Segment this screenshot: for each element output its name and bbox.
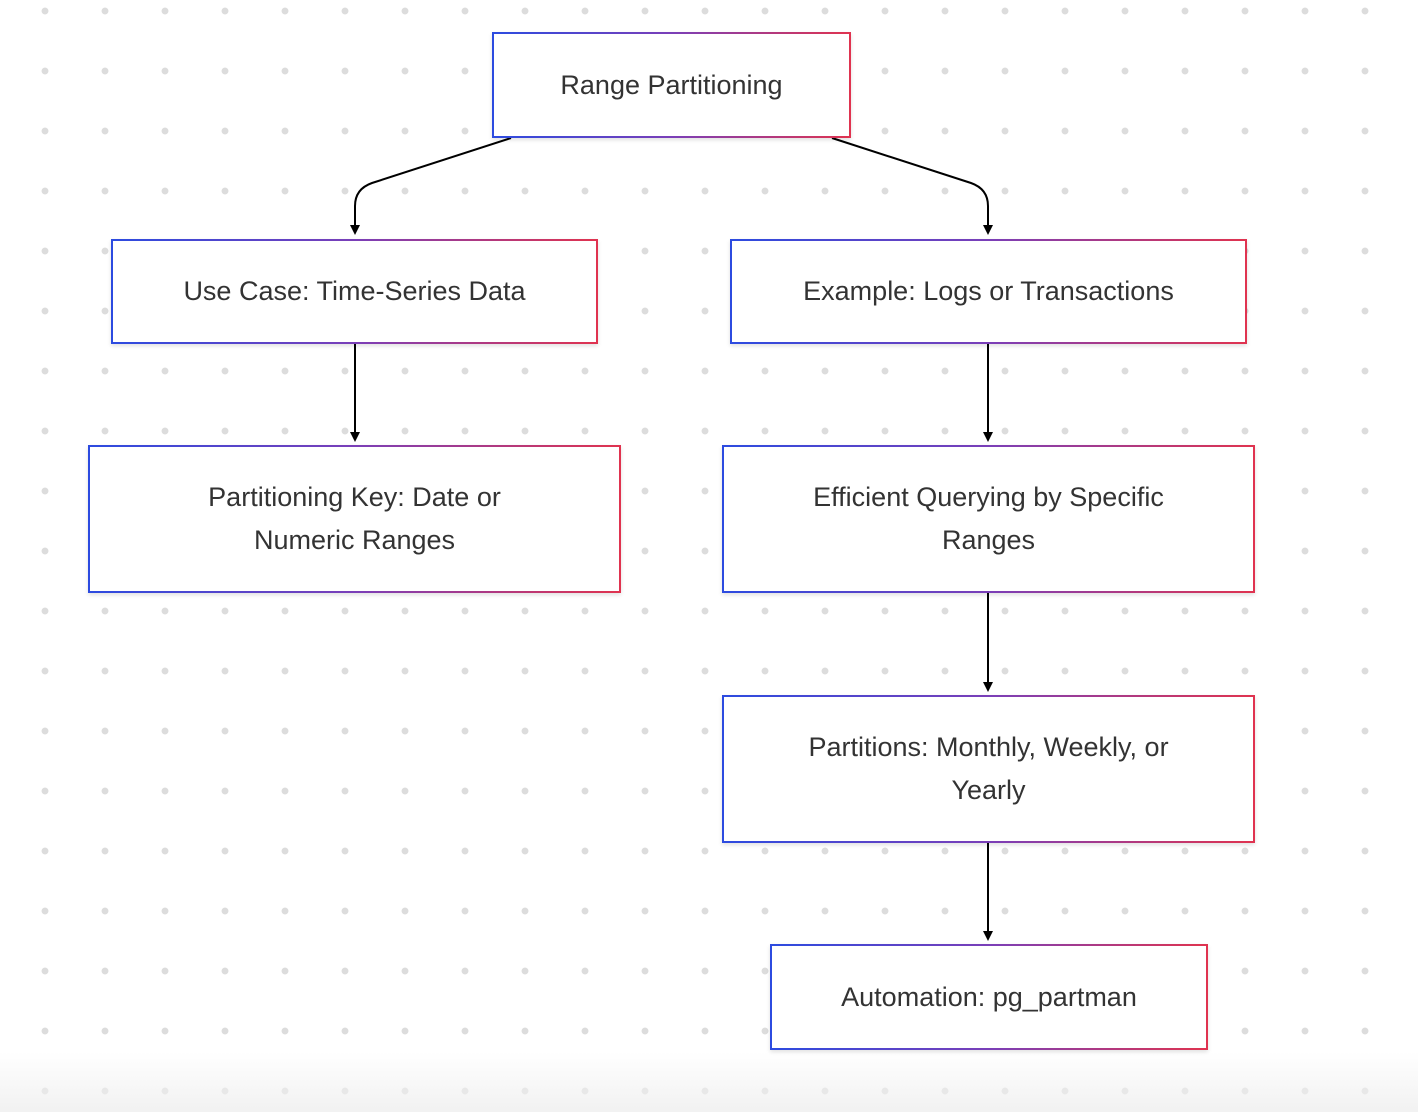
- node-label: Use Case: Time-Series Data: [183, 276, 526, 306]
- node-example: Example: Logs or Transactions: [730, 239, 1247, 344]
- node-label: Partitioning Key: Date or Numeric Ranges: [208, 482, 501, 555]
- node-label: Example: Logs or Transactions: [803, 276, 1174, 306]
- node-label: Partitions: Monthly, Weekly, or Yearly: [808, 732, 1169, 805]
- node-label: Range Partitioning: [560, 69, 783, 100]
- node-label: Automation: pg_partman: [841, 981, 1137, 1012]
- node-partitioning-key: Partitioning Key: Date or Numeric Ranges: [88, 445, 621, 593]
- node-automation: Automation: pg_partman: [770, 944, 1208, 1050]
- node-use-case: Use Case: Time-Series Data: [111, 239, 598, 344]
- node-label: Efficient Querying by Specific Ranges: [813, 482, 1164, 555]
- node-partitions: Partitions: Monthly, Weekly, or Yearly: [722, 695, 1255, 843]
- node-efficient-querying: Efficient Querying by Specific Ranges: [722, 445, 1255, 593]
- edge-range-to-example: [831, 137, 993, 235]
- edge-range-to-usecase: [350, 137, 512, 235]
- node-range-partitioning: Range Partitioning: [492, 32, 851, 138]
